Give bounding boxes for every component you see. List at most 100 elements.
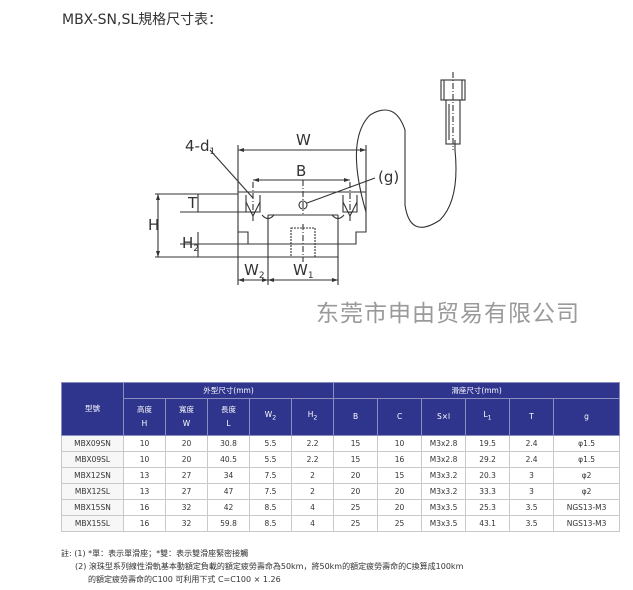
table-cell: M3x3.2 — [421, 467, 467, 484]
subheader-sub: 1 — [487, 414, 492, 422]
table-cell: 43.1 — [465, 515, 511, 532]
subheader-2: 長度 L — [207, 398, 250, 436]
table-cell: 2 — [290, 467, 335, 484]
mbx-cross-section-drawing: 4-d1 W B (g) T H H2 W2 W1 — [148, 72, 466, 285]
label-b: B — [296, 162, 306, 180]
table-cell-model: MBX15SL — [61, 515, 124, 532]
label-h: H — [148, 216, 159, 234]
subheader-main: C — [396, 412, 403, 421]
table-cell: 16 — [123, 499, 166, 516]
table-cell: M3x3.5 — [421, 499, 467, 516]
label-4d1: 4-d1 — [185, 137, 215, 157]
table-cell: 13 — [123, 483, 166, 500]
header-model: 型號 — [61, 382, 124, 436]
subheader-main: S×l — [436, 412, 451, 421]
subheader-main: W — [264, 410, 273, 420]
note-line-2: (2) 滾珠型系列線性滑軌基本動額定負載的額定疲勞壽命為50km，將50km的額… — [75, 562, 464, 571]
table-cell: 34 — [207, 467, 250, 484]
subheader-sub: 2 — [272, 414, 277, 422]
subheader-7: S×l — [421, 398, 467, 436]
note-line-1: 註: (1) *單：表示單滑座；*雙：表示雙滑座緊密接觸 — [61, 549, 249, 558]
table-cell: 3 — [509, 483, 555, 500]
table-cell: 27 — [165, 483, 208, 500]
table-cell: 16 — [123, 515, 166, 532]
table-cell: φ1.5 — [553, 435, 621, 452]
subheader-main: 長度 — [221, 405, 236, 414]
table-cell: 25.3 — [465, 499, 511, 516]
table-cell: φ2 — [553, 483, 621, 500]
table-cell: 20 — [333, 467, 379, 484]
table-cell: 20 — [333, 483, 379, 500]
table-cell: 3 — [509, 467, 555, 484]
table-cell: 30.8 — [207, 435, 250, 452]
table-cell: 2 — [290, 483, 335, 500]
table-cell: 29.2 — [465, 451, 511, 468]
table-cell: 7.5 — [249, 467, 292, 484]
label-w1: W1 — [293, 261, 314, 281]
watermark-company: 东莞市申由贸易有限公司 — [316, 301, 580, 327]
label-t: T — [187, 194, 198, 212]
table-cell: 3.5 — [509, 499, 555, 516]
header-group-block: 滑座尺寸(mm) — [333, 382, 621, 399]
subheader-main: B — [352, 412, 359, 421]
table-cell: 20 — [165, 451, 208, 468]
subheader-sub: H — [141, 419, 148, 428]
table-cell: 13 — [123, 467, 166, 484]
subheader-5: B — [333, 398, 379, 436]
table-cell: 20 — [165, 435, 208, 452]
table-cell: 15 — [333, 435, 379, 452]
subheader-main: g — [584, 412, 589, 421]
table-cell-model: MBX09SN — [61, 435, 124, 452]
subheader-sub: L — [226, 419, 231, 428]
table-cell: 10 — [123, 435, 166, 452]
table-cell: 20 — [377, 483, 423, 500]
label-h2: H2 — [182, 234, 199, 254]
table-cell: 7.5 — [249, 483, 292, 500]
subheader-sub: 2 — [313, 414, 318, 422]
table-cell: 4 — [290, 499, 335, 516]
table-cell: M3x3.2 — [421, 483, 467, 500]
table-cell: 15 — [333, 451, 379, 468]
subheader-8: L1 — [465, 398, 511, 436]
label-w2: W2 — [244, 261, 265, 281]
table-cell: M3x3.5 — [421, 515, 467, 532]
table-cell: 2.4 — [509, 451, 555, 468]
note-line-3: 的額定疲勞壽命的C100 可利用下式 C=C100 × 1.26 — [88, 575, 281, 584]
table-cell: 25 — [377, 515, 423, 532]
table-cell: 20 — [377, 499, 423, 516]
table-cell: NGS13-M3 — [553, 515, 621, 532]
table-cell: 2.4 — [509, 435, 555, 452]
table-cell: φ1.5 — [553, 451, 621, 468]
header-group-outer: 外型尺寸(mm) — [122, 382, 335, 399]
subheader-9: T — [509, 398, 555, 436]
table-cell: NGS13-M3 — [553, 499, 621, 516]
table-cell: 10 — [123, 451, 166, 468]
table-cell: 8.5 — [249, 499, 292, 516]
table-cell: 10 — [377, 435, 423, 452]
table-cell: 2.2 — [290, 435, 335, 452]
subheader-3: W2 — [249, 398, 292, 436]
table-cell: 59.8 — [207, 515, 250, 532]
table-cell: 8.5 — [249, 515, 292, 532]
table-cell: M3x2.8 — [421, 451, 467, 468]
subheader-main: H — [307, 410, 314, 420]
subheader-main: L — [483, 410, 488, 420]
label-g: (g) — [378, 168, 399, 186]
page-title: MBX-SN,SL規格尺寸表： — [62, 12, 223, 28]
table-cell-model: MBX12SL — [61, 483, 124, 500]
table-cell: 5.5 — [249, 435, 292, 452]
subheader-main: T — [529, 412, 534, 421]
table-cell: 33.3 — [465, 483, 511, 500]
table-cell-model: MBX09SL — [61, 451, 124, 468]
block-outline — [237, 191, 367, 245]
label-w: W — [296, 131, 311, 149]
subheader-4: H2 — [290, 398, 335, 436]
